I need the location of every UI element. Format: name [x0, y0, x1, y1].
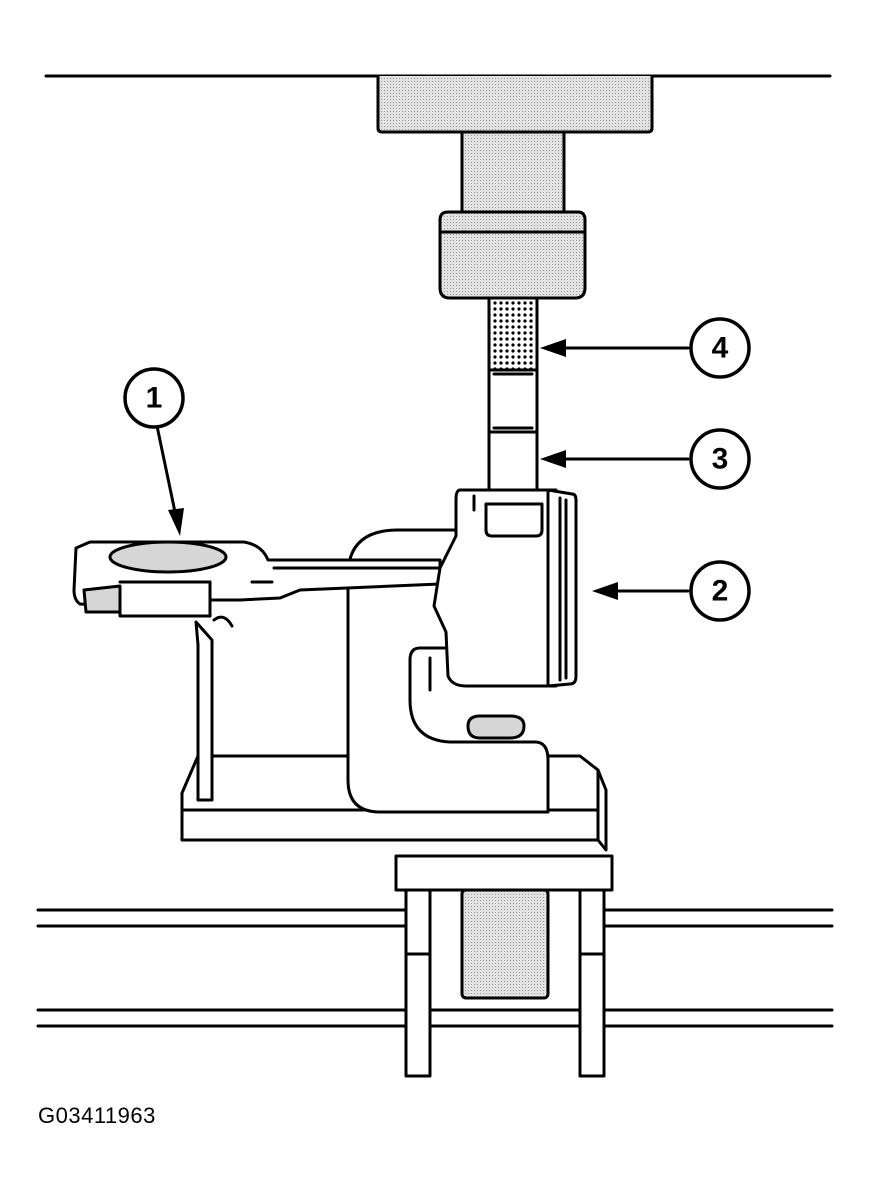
connecting-rod: [72, 540, 442, 628]
callout-2-label: 2: [712, 575, 729, 608]
leader-line-1: [155, 424, 177, 514]
press-ram: [376, 76, 654, 300]
holding-fixture: [346, 528, 550, 814]
figure-id: G03411963: [38, 1103, 156, 1128]
callout-1: 1: [123, 367, 185, 429]
callout-3-label: 3: [712, 443, 729, 476]
tool-rod: [487, 296, 539, 524]
callout-2: 2: [689, 560, 751, 622]
callout-4-label: 4: [712, 332, 729, 365]
press-table: [394, 854, 614, 1078]
piston: [432, 488, 578, 688]
arrowhead-4: [540, 339, 566, 357]
arrowhead-2: [592, 582, 618, 600]
callout-3: 3: [689, 428, 751, 490]
callout-1-label: 1: [146, 382, 163, 415]
bench-rails: [36, 908, 834, 1028]
arrowhead-1: [168, 508, 184, 536]
callout-4: 4: [689, 317, 751, 379]
arrowhead-3: [540, 450, 566, 468]
leader-arrows: [155, 339, 690, 600]
